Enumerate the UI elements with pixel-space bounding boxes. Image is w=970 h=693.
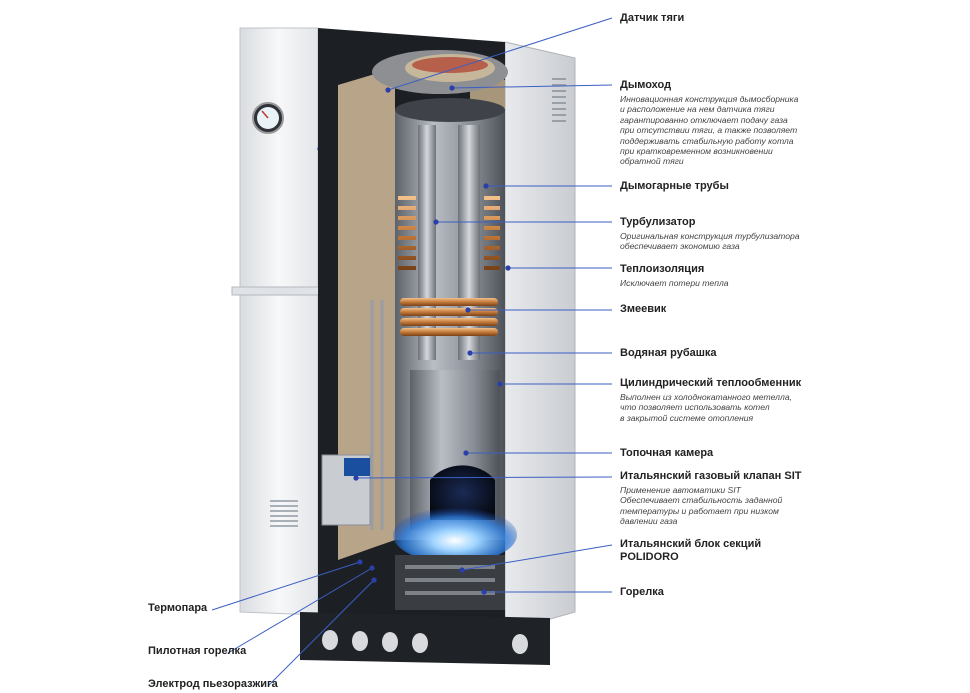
- leader-line-gas-valve: [355, 476, 613, 479]
- thermometer-gauge-icon: [252, 102, 284, 134]
- leader-dot-coil: [465, 307, 471, 313]
- callout-draft-sensor: Датчик тяги: [620, 12, 685, 24]
- callout-heat-exchanger-desc: Выполнен из холоднокатанного метелла,что…: [620, 392, 792, 423]
- leader-line-piezo-electrode: [267, 579, 375, 687]
- leader-dot-firebox: [463, 450, 469, 456]
- callout-water-jacket: Водяная рубашка: [620, 347, 717, 359]
- callout-burner: Горелка: [620, 586, 664, 598]
- leader-dot-heat-exchanger: [497, 381, 503, 387]
- callout-gas-valve: Итальянский газовый клапан SIT: [620, 470, 802, 482]
- leader-dot-chimney: [449, 85, 455, 91]
- leader-dot-turbulator: [433, 219, 439, 225]
- leader-dot-water-jacket: [467, 350, 473, 356]
- callout-turbulator: Турбулизатор: [620, 216, 696, 228]
- leader-line-chimney: [451, 84, 613, 89]
- callout-flue-tubes: Дымогарные трубы: [620, 180, 729, 192]
- callout-heat-exchanger: Цилиндрический теплообменник: [620, 377, 802, 389]
- leader-dot-pilot-burner: [369, 565, 375, 571]
- leader-line-pilot-burner: [227, 567, 373, 654]
- leader-dot-section-block: [459, 567, 465, 573]
- leader-dot-gas-valve: [353, 475, 359, 481]
- callout-thermocouple: Термопара: [148, 602, 208, 614]
- leader-dot-flue-tubes: [483, 183, 489, 189]
- callout-firebox: Топочная камера: [620, 447, 714, 459]
- leader-dot-insulation: [505, 265, 511, 271]
- leader-line-section-block: [461, 544, 613, 571]
- leader-line-thermocouple: [211, 561, 361, 611]
- callout-insulation: Теплоизоляция: [620, 263, 705, 275]
- leader-dot-draft-sensor: [385, 87, 391, 93]
- callout-coil: Змеевик: [620, 303, 667, 315]
- leader-dot-piezo-electrode: [371, 577, 377, 583]
- callout-insulation-desc: Исключает потери тепла: [620, 278, 729, 288]
- callout-pilot-burner: Пилотная горелка: [148, 645, 247, 657]
- leader-dot-thermocouple: [357, 559, 363, 565]
- leader-dot-burner: [481, 589, 487, 595]
- callout-piezo-electrode: Электрод пьезоразжига: [148, 678, 278, 690]
- callout-chimney: Дымоход: [620, 79, 672, 91]
- leader-line-draft-sensor: [387, 17, 613, 91]
